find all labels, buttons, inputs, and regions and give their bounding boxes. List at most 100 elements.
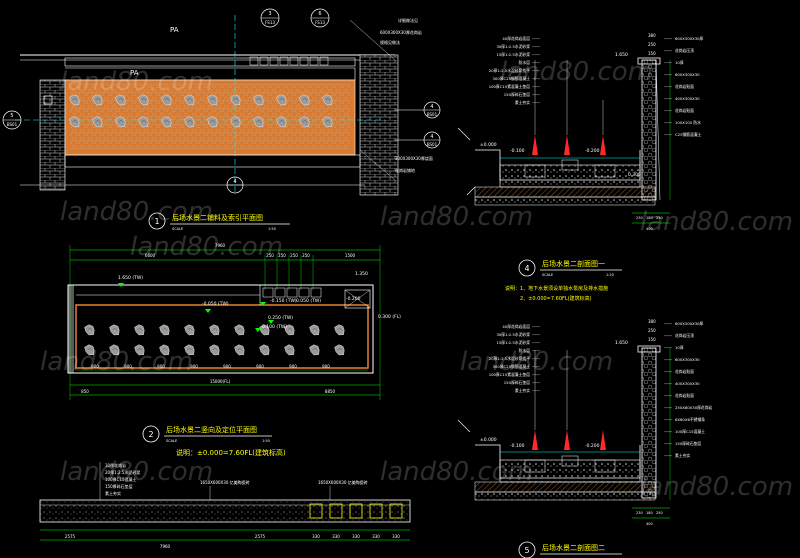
stone-clusters-plan-2 — [84, 324, 345, 356]
section-4-left-notes: 40厚花岗岩面层30厚1:2.5水泥砂浆15厚1:2.5水泥砂浆防水层20厚1:… — [489, 36, 540, 105]
stone-icon — [230, 94, 241, 106]
stone-icon — [115, 94, 126, 106]
section-bubble-left: 5 BS01 — [2, 110, 22, 130]
svg-text:330: 330 — [312, 534, 320, 539]
note-text: 20厚1:2.5水泥砂浆找平 — [489, 68, 530, 73]
note-text: 花岗岩压顶 — [675, 333, 694, 338]
stone-icon — [138, 116, 149, 128]
svg-text:180: 180 — [646, 511, 653, 515]
plan-1-title-text: 后场水景二铺料及索引平面图 — [172, 213, 263, 222]
section-4-right-notes: 600X300X30厚花岗岩压顶10厚600X300X30花岗岩贴面400X30… — [664, 36, 704, 137]
svg-text:380: 380 — [648, 319, 656, 324]
stone-icon — [334, 344, 345, 356]
svg-text:land80.com: land80.com — [60, 197, 213, 227]
svg-text:land80.com: land80.com — [500, 57, 653, 87]
svg-text:0.250 (TW): 0.250 (TW) — [268, 315, 293, 321]
stone-icon — [253, 94, 264, 106]
stone-icon — [322, 94, 333, 106]
note-text: 100厚C15素混凝土垫层 — [489, 372, 531, 377]
stone-icon — [276, 94, 287, 106]
note-text: 花岗岩贴面 — [675, 84, 694, 89]
row-dim-label: 900 — [124, 364, 132, 369]
svg-text:详细做法见: 详细做法见 — [398, 17, 418, 23]
svg-text:land80.com: land80.com — [40, 347, 193, 377]
pa-label-top: PA — [170, 26, 179, 34]
svg-text:4: 4 — [524, 264, 529, 273]
note-text: 150厚碎石垫层 — [675, 441, 701, 446]
stone-icon — [84, 324, 95, 336]
svg-text:4: 4 — [430, 104, 433, 110]
stone-icon — [184, 94, 195, 106]
svg-text:250: 250 — [278, 253, 286, 258]
row-dim-label: 900 — [322, 364, 330, 369]
drain-icon — [43, 95, 53, 105]
stone-icon — [209, 324, 220, 336]
coping-blocks-2 — [262, 287, 322, 298]
svg-text:-0.200: -0.200 — [585, 443, 600, 449]
section-bubble-right-b: 4 BS01 — [423, 131, 441, 149]
svg-text:380: 380 — [648, 33, 656, 38]
note-text: 15厚1:2.5水泥砂浆 — [496, 52, 530, 57]
svg-text:5: 5 — [524, 546, 529, 555]
stone-icon — [184, 116, 195, 128]
note-text: 150厚碎石垫层 — [504, 92, 530, 97]
dim-total: 7960 — [215, 243, 226, 248]
note-text: 40厚花岗岩面层 — [502, 324, 530, 329]
pa-label-mid: PA — [130, 69, 139, 77]
svg-text:BS01: BS01 — [7, 122, 18, 127]
svg-text:6600: 6600 — [145, 253, 156, 258]
svg-text:330: 330 — [372, 534, 380, 539]
svg-text:land80.com: land80.com — [460, 347, 613, 377]
stone-icon — [230, 116, 241, 128]
stone-icon — [259, 344, 270, 356]
svg-text:5: 5 — [10, 113, 13, 119]
stone-icon — [276, 116, 287, 128]
svg-text:花岗岩铺地: 花岗岩铺地 — [395, 167, 415, 173]
coping-blocks — [249, 56, 329, 66]
svg-text:规格见做法: 规格见做法 — [380, 39, 400, 45]
svg-text:250: 250 — [266, 253, 274, 258]
plan-1-index: PA PA 5 BS01 3 FS13 — [2, 8, 441, 231]
section-bubble-right-a: 4 BS01 — [423, 101, 441, 119]
stone-icon — [207, 94, 218, 106]
section-4-title: 4 后场水景二剖面图一 SCALE 1:20 说明：1、地下水景须设单独水泵房及… — [505, 259, 622, 302]
svg-text:-0.100: -0.100 — [510, 443, 525, 449]
note-text: 600X300X30厚 — [675, 36, 704, 41]
svg-text:30厚花岗岩: 30厚花岗岩 — [105, 462, 126, 468]
note-text: 花岗岩压顶 — [675, 48, 694, 53]
svg-text:230: 230 — [636, 511, 643, 515]
svg-text:land80.com: land80.com — [640, 472, 793, 502]
svg-text:250: 250 — [656, 216, 663, 220]
section-4-note-1: 说明：1、地下水景须设单独水泵房及排水措施 — [505, 285, 608, 292]
svg-text:250: 250 — [648, 328, 656, 333]
note-text: 素土夯实 — [675, 453, 690, 458]
svg-text:850: 850 — [81, 389, 89, 394]
section-5-title-text: 后场水景二剖面图二 — [542, 543, 605, 552]
svg-text:4: 4 — [233, 179, 236, 185]
svg-text:4: 4 — [430, 134, 433, 140]
note-text: 300厚C25钢筋混凝土 — [492, 76, 530, 81]
svg-text:1650X600X30 亿美陶瓷砖: 1650X600X30 亿美陶瓷砖 — [200, 479, 250, 485]
svg-text:0.300: 0.300 — [628, 172, 641, 178]
svg-text:330: 330 — [392, 534, 400, 539]
stone-icon — [184, 344, 195, 356]
stone-icon — [109, 324, 120, 336]
svg-text:8850: 8850 — [325, 389, 336, 394]
svg-text:2575: 2575 — [65, 534, 76, 539]
stone-icon — [334, 324, 345, 336]
stone-icon — [138, 94, 149, 106]
stone-icon — [159, 324, 170, 336]
stone-icon — [299, 116, 310, 128]
svg-text:1.650: 1.650 — [615, 52, 628, 58]
plan-2-layout: 7960 6600 250 250 250 250 1500 — [67, 243, 401, 457]
svg-text:±0.000: ±0.000 — [480, 142, 497, 148]
note-text: 30厚1:2.5水泥砂浆 — [496, 332, 530, 337]
level-markers-5: ±0.000 -0.100 -0.200 1.650 — [480, 340, 628, 449]
svg-text:7960: 7960 — [160, 544, 171, 549]
section-bubble-top-b: 6 FS13 — [310, 8, 330, 28]
svg-text:330: 330 — [332, 534, 340, 539]
svg-text:250: 250 — [656, 511, 663, 515]
note-text: 15厚1:2.5水泥砂浆 — [496, 340, 530, 345]
svg-text:250: 250 — [648, 42, 656, 47]
note-text: 20厚1:2.5水泥砂浆找平 — [489, 356, 530, 361]
